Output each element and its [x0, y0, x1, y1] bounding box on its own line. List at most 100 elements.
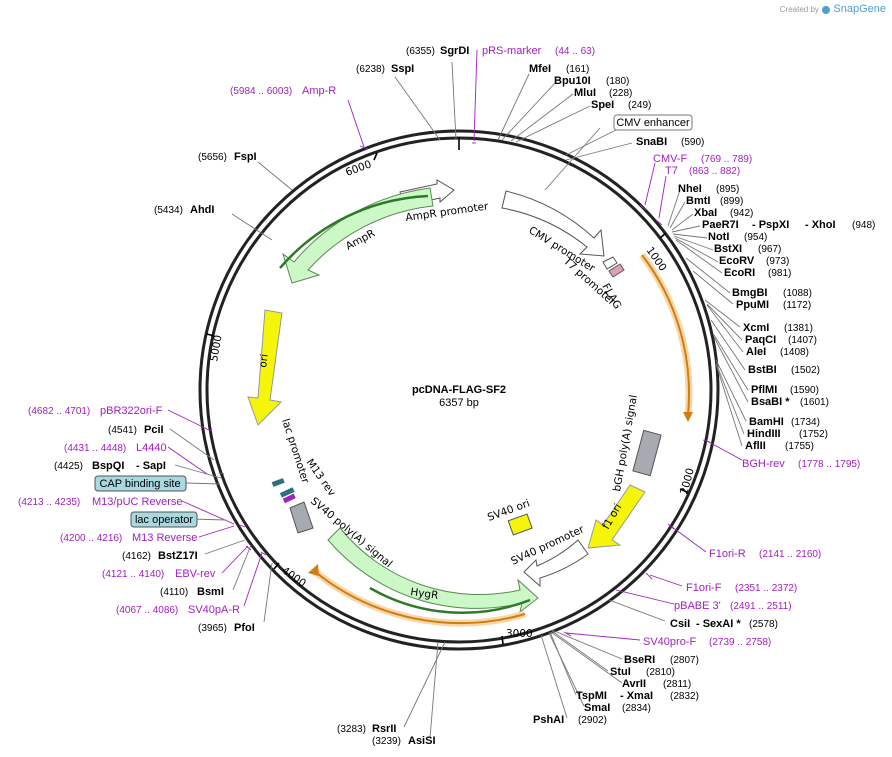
primer-pbr322ori-f: pBR322ori-F: [100, 405, 163, 417]
primer-range-sv40pro-f: (2739 .. 2758): [709, 637, 771, 648]
primer-amp-r: Amp-R: [302, 85, 336, 97]
enzyme-xbai: XbaI: [694, 207, 717, 219]
enzyme-pos-smai: (2834): [622, 703, 651, 714]
primer-m13-puc-reverse: M13/pUC Reverse: [92, 496, 182, 508]
enzyme-csii: CsiI: [670, 618, 690, 630]
enzyme-ecorv: EcoRV: [719, 255, 755, 267]
enzyme-xmai: - XmaI: [620, 690, 653, 702]
lac-operator-box: [130, 511, 198, 528]
tick-3000: [501, 635, 504, 645]
primer-range-pbabe-3: (2491 .. 2511): [730, 601, 792, 612]
primer-pbabe-3: pBABE 3': [674, 600, 721, 612]
enzyme-pcii: PciI: [144, 424, 164, 436]
enzyme-bspqi: BspQI: [92, 460, 124, 472]
enzyme-pshai: PshAI: [533, 714, 564, 726]
enzyme-hindiii: HindIII: [747, 428, 781, 440]
tick-label-3000: 3000: [506, 628, 533, 640]
enzyme-pos-bstbi: (1502): [791, 365, 820, 376]
enzyme-pfoi: PfoI: [234, 622, 255, 634]
enzyme-tspmi: TspMI: [576, 690, 607, 702]
enzyme-pos-pshai: (2902): [578, 715, 607, 726]
tick-6000: [373, 152, 378, 161]
enzyme-pos-snabi: (590): [681, 137, 704, 148]
enzyme-pos-mfei: (161): [566, 64, 589, 75]
primer-range-m13-puc-reverse: (4213 .. 4235): [18, 497, 80, 508]
enzyme-alei: AleI: [746, 346, 766, 358]
primer-leaders: [167, 49, 743, 641]
tick-2000: [679, 488, 688, 493]
cmv-enhancer-box: [613, 114, 693, 131]
enzyme-labels: (6355) SgrDI (6238) SspI (5656) FspI (54…: [54, 45, 875, 747]
enzyme-bamhi: BamHI: [749, 416, 784, 428]
sv40-ori-block: [507, 513, 533, 536]
enzyme-pos-bstz17i: (4162): [122, 551, 151, 562]
primer-range-sv40pa-r: (4067 .. 4086): [116, 605, 178, 616]
plasmid-length: 6357 bp: [439, 397, 479, 409]
primer-labels: pRS-marker (44 .. 63) (5984 .. 6003) Amp…: [18, 45, 860, 648]
bgh-polya-block: [632, 429, 662, 477]
enzyme-ppumi: PpuMI: [736, 299, 769, 311]
lac-operator-label: lac operator: [135, 514, 193, 526]
tick-4000: [273, 562, 280, 570]
primer-range-f1ori-r: (2141 .. 2160): [759, 549, 821, 560]
enzyme-pos-bsabi: (1601): [800, 397, 829, 408]
enzyme-pos-ecorv: (973): [766, 256, 789, 267]
enzyme-xcmi: XcmI: [743, 322, 769, 334]
primer-range-ebv-rev: (4121 .. 4140): [102, 569, 164, 580]
tick-1000: [659, 232, 667, 239]
tick-label-6000: 6000: [344, 158, 373, 178]
enzyme-pos-ecori: (981): [768, 268, 791, 279]
enzyme-leaders: [169, 61, 749, 739]
ori-label: ori: [257, 353, 271, 368]
enzyme-avrii: AvrII: [622, 678, 646, 690]
enzyme-pos-bmgbi: (1088): [783, 288, 812, 299]
enzyme-pos-stui: (2810): [646, 667, 675, 678]
enzyme-pos-fspi: (5656): [198, 152, 227, 163]
enzyme-pos-bsmi: (4110): [160, 587, 188, 598]
enzyme-pos-bmti: (899): [720, 196, 743, 207]
enzyme-pos-nhei: (895): [716, 184, 739, 195]
enzyme-pos-xbai: (942): [730, 208, 753, 219]
primer-range-bgh-rev: (1778 .. 1795): [798, 459, 860, 470]
primer-sv40pa-r: SV40pA-R: [188, 604, 240, 616]
enzyme-pspxi: - PspXI: [752, 219, 789, 231]
enzyme-pos-avrii: (2811): [663, 679, 691, 690]
enzyme-pos-aflii: (1755): [785, 441, 814, 452]
cmv-enhancer-label: CMV enhancer: [616, 117, 690, 129]
enzyme-pos-bpu10i: (180): [606, 76, 629, 87]
enzyme-bsabi: BsaBI *: [751, 396, 790, 408]
hygr-orange-arrowhead: [308, 564, 319, 576]
primer-t7: T7: [665, 165, 678, 177]
enzyme-sexai: - SexAI *: [696, 618, 741, 630]
enzyme-bstxi: BstXI: [714, 243, 742, 255]
ori-arrow: [247, 309, 283, 426]
primer-l4440: L4440: [136, 442, 167, 454]
enzyme-sapi: - SapI: [136, 460, 166, 472]
lac-promoter-label: lac promoter: [279, 417, 311, 485]
enzyme-pos-tspmi: (2832): [670, 691, 699, 702]
enzyme-pos-rsrii: (3283): [337, 724, 366, 735]
enzyme-aflii: AflII: [745, 440, 766, 452]
enzyme-nhei: NheI: [678, 183, 702, 195]
primer-range-f1ori-f: (2351 .. 2372): [735, 583, 797, 594]
enzyme-asisi: AsiSI: [408, 735, 436, 747]
sv40-polya-block: [289, 501, 314, 534]
enzyme-sspi: SspI: [391, 63, 414, 75]
f1-ori-arrow: [587, 484, 646, 549]
brand: Created by SnapGene: [780, 3, 886, 15]
bgh-label: bGH poly(A) signal: [611, 394, 640, 493]
plasmid-title: pcDNA-FLAG-SF2: [412, 384, 506, 396]
primer-range-m13-reverse: (4200 .. 4216): [60, 533, 122, 544]
hygr-green-line: [369, 586, 531, 614]
lac-operator-block: [279, 487, 295, 498]
primer-f1ori-f: F1ori-F: [686, 582, 722, 594]
tick-label-5000: 5000: [208, 334, 224, 362]
enzyme-pos-spei: (249): [628, 100, 651, 111]
insert-orange-line: [641, 254, 690, 416]
enzyme-fspi: FspI: [234, 151, 257, 163]
cap-site-block: [271, 478, 285, 487]
enzyme-bpu10i: Bpu10I: [554, 75, 591, 87]
sv40-promoter-arrow: [523, 539, 589, 588]
enzyme-ecori: EcoRI: [724, 267, 755, 279]
primer-range-t7: (863 .. 882): [689, 166, 740, 177]
